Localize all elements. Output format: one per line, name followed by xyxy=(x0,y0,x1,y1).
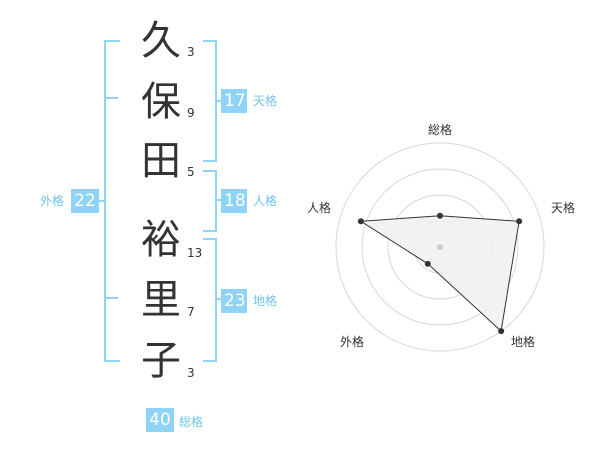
radar-center-point xyxy=(437,244,443,250)
tenkaku-value: 17 xyxy=(221,89,247,113)
jinkaku-bracket xyxy=(203,170,217,232)
stroke-count-6: 3 xyxy=(187,366,195,380)
stroke-count-1: 3 xyxy=(187,45,195,59)
chikaku-bracket xyxy=(203,238,217,362)
radar-ring xyxy=(335,142,545,352)
radar-axis-label-jinkaku: 人格 xyxy=(306,201,331,215)
gaikaku-value: 22 xyxy=(71,189,99,213)
chikaku-value: 23 xyxy=(221,289,247,313)
radar-series-polygon xyxy=(359,215,520,333)
bracket-connector xyxy=(215,100,221,102)
radar-point-3 xyxy=(498,328,505,335)
radar-axis-label-gaikaku: 外格 xyxy=(339,335,364,349)
jinkaku-value: 18 xyxy=(221,189,247,213)
stroke-count-5: 7 xyxy=(187,305,195,319)
radar-point-2 xyxy=(516,218,523,225)
gaikaku-label: 外格 xyxy=(40,194,65,208)
radar-axis-label-chikaku: 地格 xyxy=(510,335,535,349)
stroke-count-4: 13 xyxy=(187,246,203,260)
bracket-connector xyxy=(98,200,106,202)
name-char-2: 保 xyxy=(141,79,181,125)
radar-axis-label-tenkaku: 天格 xyxy=(550,201,575,215)
radar-point-4 xyxy=(424,260,431,267)
stroke-count-2: 9 xyxy=(187,106,195,120)
name-char-6: 子 xyxy=(141,338,181,384)
name-char-5: 里 xyxy=(141,277,181,323)
bracket-connector xyxy=(215,298,221,300)
radar-ring xyxy=(361,168,519,326)
soukaku-value: 40 xyxy=(146,408,174,432)
name-char-1: 久 xyxy=(141,18,181,64)
bracket-connector xyxy=(215,199,221,201)
soukaku-label: 総格 xyxy=(179,415,204,429)
chikaku-label: 地格 xyxy=(253,294,278,308)
tenkaku-label: 天格 xyxy=(253,94,278,108)
bracket-tick xyxy=(106,297,118,299)
radar-point-5 xyxy=(357,218,364,225)
radar-axis-label-soukaku: 総格 xyxy=(427,123,452,137)
bracket-tick xyxy=(106,97,118,99)
jinkaku-label: 人格 xyxy=(253,194,278,208)
name-char-4: 裕 xyxy=(141,217,181,263)
radar-point-1 xyxy=(437,212,443,219)
stroke-count-3: 5 xyxy=(187,165,195,179)
name-char-3: 田 xyxy=(141,138,181,184)
